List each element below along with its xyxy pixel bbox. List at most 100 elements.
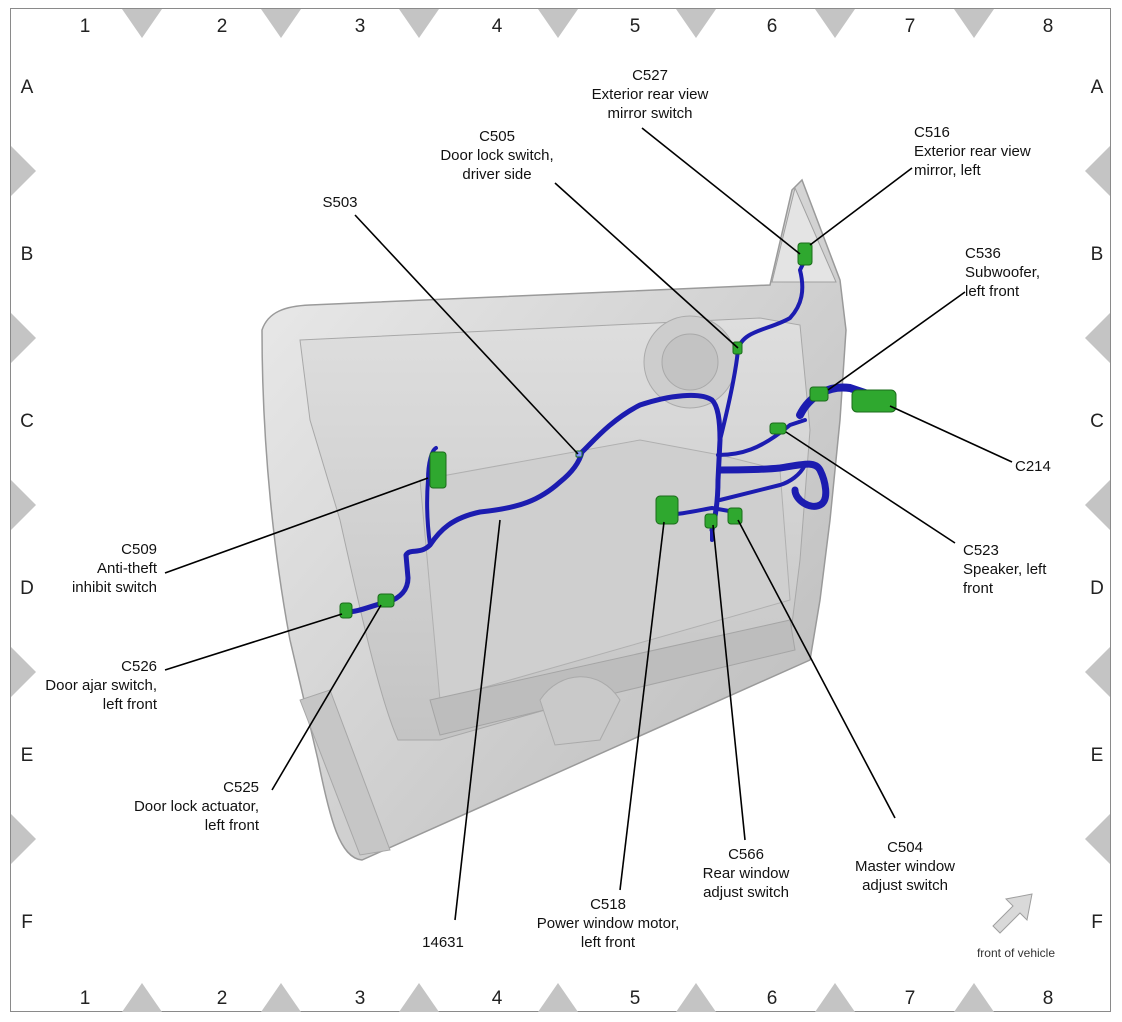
callout-c518: C518 Power window motor, left front: [537, 896, 680, 951]
callout-14631: 14631: [422, 934, 464, 951]
grid-col-1-bottom: 1: [80, 988, 91, 1009]
callout-c516: C516 Exterior rear view mirror, left: [914, 124, 1031, 179]
grid-column-labels-bottom: 1 2 3 4 5 6 7 8: [80, 988, 1054, 1009]
border-markers: [11, 9, 1110, 1012]
callout-c505-code: C505: [479, 128, 515, 145]
callout-c526: C526 Door ajar switch, left front: [45, 658, 158, 713]
grid-row-e: E: [21, 745, 34, 766]
grid-col-2: 2: [217, 16, 228, 37]
grid-col-1: 1: [80, 16, 91, 37]
callout-c214: C214: [1015, 458, 1051, 475]
connector-c214: [851, 389, 897, 413]
callout-c525-line1: Door lock actuator,: [134, 798, 259, 815]
callout-c505: C505 Door lock switch, driver side: [440, 128, 553, 183]
callout-c516-code: C516: [914, 124, 950, 141]
grid-col-7-bottom: 7: [905, 988, 916, 1009]
grid-col-5: 5: [630, 16, 641, 37]
callout-c536: C536 Subwoofer, left front: [965, 245, 1040, 300]
orientation-indicator: front of vehicle: [977, 893, 1055, 960]
callout-c566-line1: Rear window: [703, 865, 790, 882]
grid-row-f: F: [21, 912, 33, 933]
grid-row-labels-right: A B C D E F: [1090, 77, 1104, 933]
callout-c525: C525 Door lock actuator, left front: [134, 779, 260, 834]
grid-col-7: 7: [905, 16, 916, 37]
callout-c527-line1: Exterior rear view: [592, 86, 709, 103]
connector-c516-c527: [797, 242, 813, 266]
leader-c566: [712, 524, 746, 841]
callout-c509-line2: inhibit switch: [72, 579, 157, 596]
leader-c505: [554, 182, 739, 349]
connector-c509: [429, 451, 447, 489]
callout-c527-line2: mirror switch: [608, 105, 693, 122]
callout-s503: S503: [322, 194, 357, 211]
callout-c516-line1: Exterior rear view: [914, 143, 1031, 160]
leader-s503: [354, 214, 579, 455]
grid-row-b: B: [21, 244, 34, 265]
grid-col-8: 8: [1043, 16, 1054, 37]
grid-col-6-bottom: 6: [767, 988, 778, 1009]
leader-c525: [271, 604, 382, 791]
callout-c526-line1: Door ajar switch,: [45, 677, 157, 694]
callout-c523-code: C523: [963, 542, 999, 559]
callout-c526-code: C526: [121, 658, 157, 675]
grid-col-4: 4: [492, 16, 503, 37]
callout-c509-code: C509: [121, 541, 157, 558]
connector-c525: [377, 593, 395, 608]
leader-c214: [889, 405, 1013, 463]
callout-c504: C504 Master window adjust switch: [855, 839, 955, 894]
connectors: [339, 242, 897, 619]
callout-c523-line1: Speaker, left: [963, 561, 1047, 578]
callout-c566-line2: adjust switch: [703, 884, 789, 901]
grid-row-d-right: D: [1090, 578, 1104, 599]
connector-c523: [769, 422, 787, 435]
callout-c509-line1: Anti-theft: [97, 560, 158, 577]
callout-c523: C523 Speaker, left front: [963, 542, 1047, 597]
leader-c536: [827, 291, 966, 391]
callout-s503-code: S503: [322, 194, 357, 211]
grid-row-e-right: E: [1091, 745, 1104, 766]
connector-c526: [339, 602, 353, 619]
callout-c509: C509 Anti-theft inhibit switch: [72, 541, 158, 596]
callout-c526-line2: left front: [103, 696, 158, 713]
callout-c504-line2: adjust switch: [862, 877, 948, 894]
leader-14631: [454, 519, 501, 921]
grid-row-a-right: A: [1091, 77, 1104, 98]
grid-col-8-bottom: 8: [1043, 988, 1054, 1009]
door-panel: [261, 178, 847, 861]
callout-c214-code: C214: [1015, 458, 1051, 475]
callout-c536-line1: Subwoofer,: [965, 264, 1040, 281]
connector-c566: [704, 513, 718, 529]
callout-c523-line2: front: [963, 580, 994, 597]
callout-c504-line1: Master window: [855, 858, 955, 875]
leader-c509: [164, 477, 429, 574]
leader-c518: [619, 521, 665, 891]
connector-c518: [655, 495, 679, 525]
callout-c516-line2: mirror, left: [914, 162, 982, 179]
arrow-up-right-icon: [992, 893, 1033, 934]
callout-c525-code: C525: [223, 779, 259, 796]
callout-c505-line2: driver side: [462, 166, 531, 183]
grid-col-3: 3: [355, 16, 366, 37]
callout-c566-code: C566: [728, 846, 764, 863]
grid-row-d: D: [20, 578, 34, 599]
grid-row-b-right: B: [1091, 244, 1104, 265]
grid-row-labels-left: A B C D E F: [20, 77, 34, 933]
callout-c504-code: C504: [887, 839, 923, 856]
callout-14631-code: 14631: [422, 934, 464, 951]
front-of-vehicle-label: front of vehicle: [977, 946, 1055, 960]
grid-col-6: 6: [767, 16, 778, 37]
callout-c518-code: C518: [590, 896, 626, 913]
grid-row-a: A: [21, 77, 34, 98]
callout-c525-line2: left front: [205, 817, 260, 834]
leader-c516: [809, 167, 913, 246]
callout-c536-line2: left front: [965, 283, 1020, 300]
grid-col-2-bottom: 2: [217, 988, 228, 1009]
callout-c527-code: C527: [632, 67, 668, 84]
grid-row-f-right: F: [1091, 912, 1103, 933]
connector-c504: [727, 507, 743, 525]
leader-c504: [737, 519, 896, 819]
callout-c505-line1: Door lock switch,: [440, 147, 553, 164]
grid-col-4-bottom: 4: [492, 988, 503, 1009]
callout-c566: C566 Rear window adjust switch: [703, 846, 790, 901]
